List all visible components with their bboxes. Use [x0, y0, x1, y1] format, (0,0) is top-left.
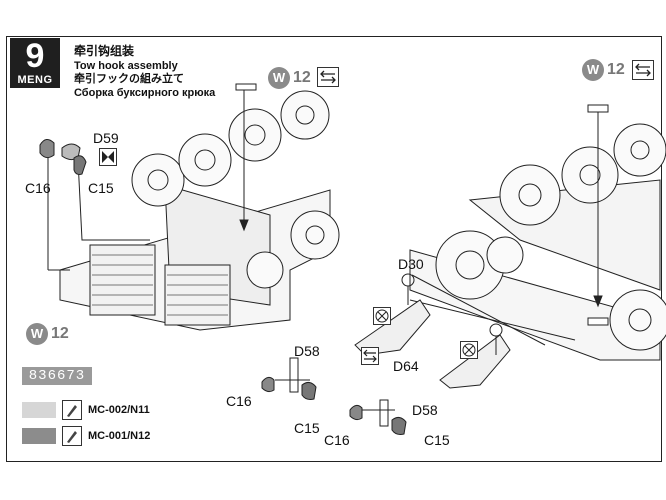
cement-icon	[460, 341, 478, 359]
part-label-c15: C15	[294, 420, 320, 436]
paint-w-number: 12	[51, 325, 69, 342]
paint-w-number: 12	[607, 61, 625, 78]
brush-icon	[62, 400, 82, 420]
instruction-frame	[6, 36, 662, 462]
paint-swatch-dark	[22, 428, 56, 444]
title-ru: Сборка буксирного крюка	[74, 87, 216, 99]
part-label-c16: C16	[25, 180, 51, 196]
paint-w-icon: W	[268, 67, 290, 89]
glue-icon	[317, 67, 339, 87]
part-label-c15: C15	[424, 432, 450, 448]
part-label-c16: C16	[226, 393, 252, 409]
paint-w-number: 12	[293, 69, 311, 86]
paint-code: MC-002/N11	[88, 404, 150, 416]
symmetric-icon	[99, 148, 117, 166]
step-badge: 9 MENG	[10, 37, 60, 88]
part-code: 836673	[22, 367, 92, 385]
part-label-d30: D30	[398, 256, 424, 272]
part-label-d58: D58	[412, 402, 438, 418]
part-label-d58: D58	[294, 343, 320, 359]
paint-code: MC-001/N12	[88, 430, 151, 442]
title-ja: 牵引フックの組み立て	[74, 73, 184, 85]
title-en: Tow hook assembly	[74, 60, 178, 72]
part-label-c15: C15	[88, 180, 114, 196]
part-label-c16: C16	[324, 432, 350, 448]
part-label-d59: D59	[93, 130, 119, 146]
paint-w-icon: W	[26, 323, 48, 345]
glue-icon	[361, 347, 379, 365]
paint-w-icon: W	[582, 59, 604, 81]
brush-icon	[62, 426, 82, 446]
part-label-d64: D64	[393, 358, 419, 374]
step-number: 9	[25, 37, 45, 75]
title-zh: 牵引钩组装	[74, 44, 135, 58]
glue-icon	[632, 60, 654, 80]
cement-icon	[373, 307, 391, 325]
brand-logo: MENG	[17, 74, 53, 86]
paint-swatch-light	[22, 402, 56, 418]
